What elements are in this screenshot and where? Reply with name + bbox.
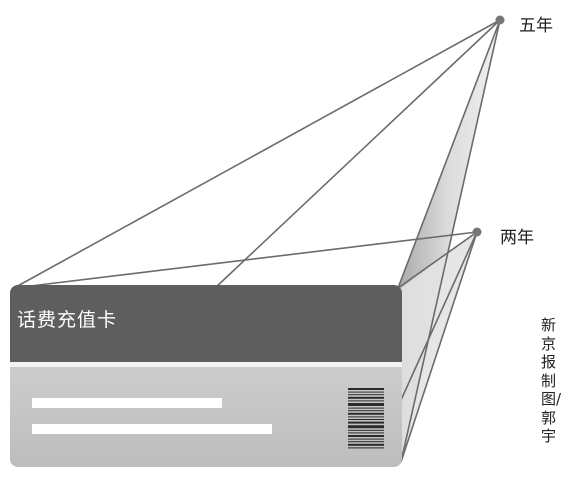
barcode-bar	[348, 391, 384, 393]
card-stripe-2	[32, 424, 272, 434]
barcode-bar	[348, 421, 384, 424]
lines-to-five-years	[13, 19, 501, 463]
point-five-years	[495, 15, 505, 25]
recharge-card	[10, 285, 402, 467]
barcode-bar	[348, 425, 384, 429]
barcode-bar	[348, 400, 384, 402]
barcode-bar	[348, 441, 384, 443]
barcode-icon	[348, 388, 384, 449]
barcode-bar	[348, 407, 384, 409]
barcode-bar	[348, 403, 384, 406]
point-two-years	[472, 227, 482, 237]
card-header	[10, 285, 402, 362]
barcode-bar	[348, 396, 384, 399]
image-credit: 新京报制图/郭宇	[541, 316, 561, 445]
barcode-bar	[348, 416, 384, 418]
barcode-bar	[348, 419, 384, 420]
barcode-bar	[348, 410, 384, 412]
barcode-bar	[348, 443, 384, 446]
five-years-label: 五年	[519, 16, 553, 36]
card-divider	[10, 362, 402, 367]
card-title: 话费充值卡	[17, 309, 118, 331]
barcode-bar	[348, 394, 384, 396]
card-stripe-1	[32, 398, 222, 408]
barcode-bar	[348, 429, 384, 431]
barcode-bar	[348, 412, 384, 415]
lines-to-two-years	[13, 231, 478, 463]
barcode-bar	[348, 388, 384, 390]
two-years-label: 两年	[500, 228, 534, 248]
barcode-bar	[348, 447, 384, 449]
barcode-bar	[348, 432, 384, 434]
barcode-bar	[348, 438, 384, 440]
barcode-bar	[348, 435, 384, 437]
